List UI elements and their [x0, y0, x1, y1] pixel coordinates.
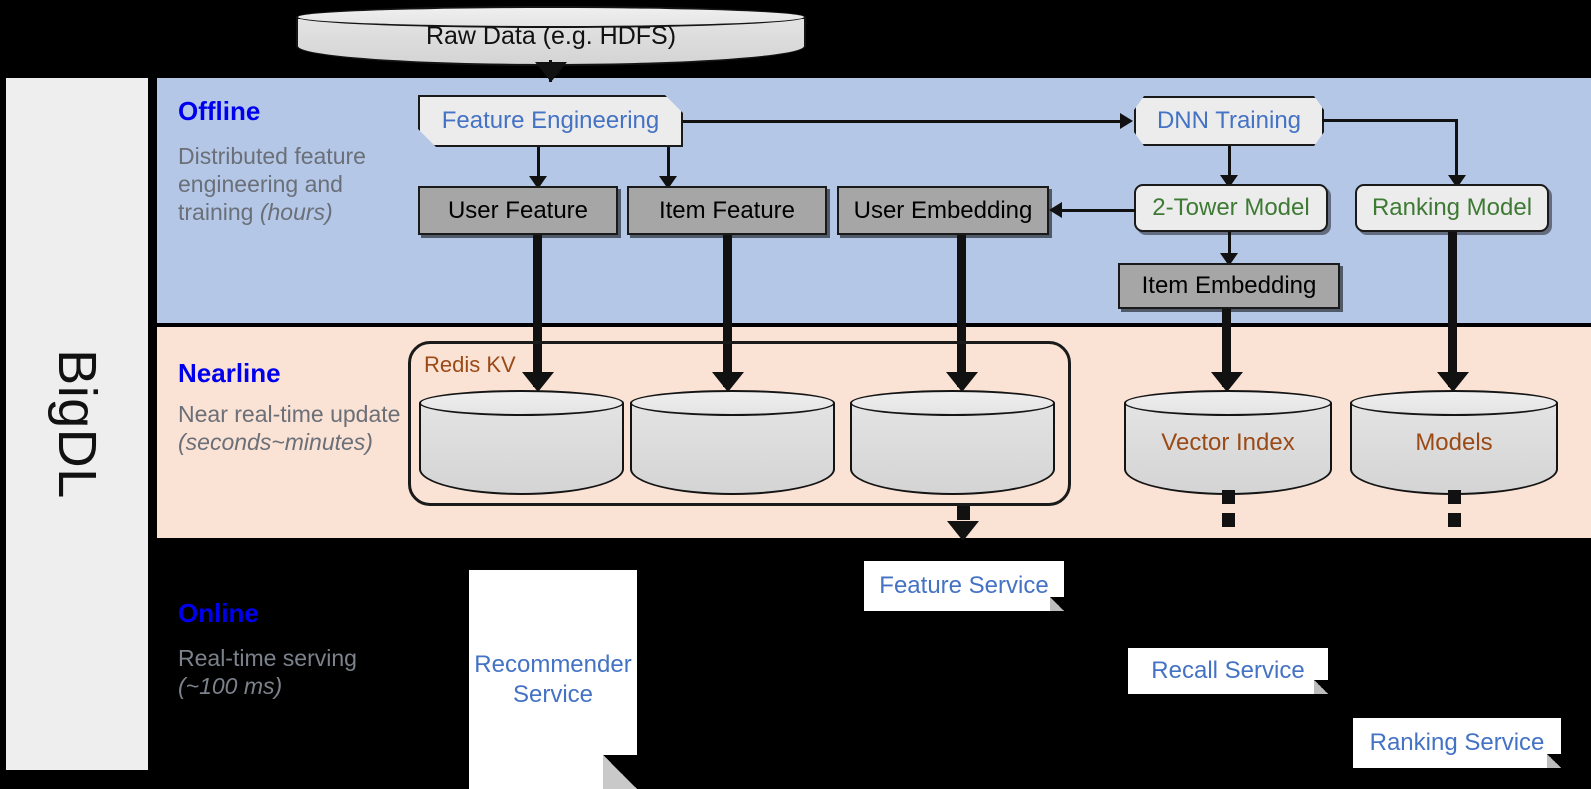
node-redis-cylinder-user-feature — [419, 390, 624, 495]
group-redis-kv-label: Redis KV — [424, 352, 516, 377]
folded-corner-icon — [1547, 754, 1561, 768]
online-subtitle-text: Real-time serving — [178, 645, 357, 671]
edge-fe-dnn-arrow — [1120, 113, 1133, 129]
band-subtitle-online: Real-time serving (~100 ms) — [178, 644, 408, 700]
folded-corner-icon — [1050, 597, 1064, 611]
node-item-feature[interactable]: Item Feature — [627, 186, 827, 235]
pipe-itemfeature-arrow — [712, 372, 744, 392]
cylinder-top — [296, 6, 806, 28]
edge-fe-itemfeature — [667, 147, 670, 179]
node-user-embedding[interactable]: User Embedding — [837, 186, 1049, 235]
pipe-itemembedding-arrow — [1211, 372, 1243, 392]
band-subtitle-nearline: Near real-time update (seconds~minutes) — [178, 400, 408, 456]
edge-dnn-ranking-v — [1455, 119, 1458, 179]
node-models-label: Models — [1415, 428, 1493, 456]
node-dnn-training[interactable]: DNN Training — [1134, 96, 1324, 146]
node-ranking-model-label: Ranking Model — [1371, 194, 1533, 221]
edge-twotower-itememb — [1228, 232, 1231, 260]
band-title-nearline: Nearline — [178, 358, 281, 388]
node-ranking-model[interactable]: Ranking Model — [1355, 184, 1549, 232]
band-title-online: Online — [178, 598, 259, 628]
pipe-itemfeature — [723, 235, 732, 387]
node-2-tower-model[interactable]: 2-Tower Model — [1134, 184, 1328, 232]
dash-vectorindex-a — [1222, 490, 1235, 504]
pipe-itemembedding — [1222, 309, 1231, 387]
service-recommender-label: Recommender Service — [474, 650, 632, 708]
dash-models-b — [1448, 513, 1461, 527]
node-models[interactable]: Models — [1350, 390, 1558, 495]
edge-twotower-userembedding-arrow — [1049, 202, 1062, 218]
dash-models-a — [1448, 490, 1461, 504]
service-feature-label: Feature Service — [879, 572, 1049, 599]
cylinder-top — [630, 390, 835, 416]
edge-fe-itemfeature-arrow — [659, 176, 677, 189]
nearline-subtitle-text: Near real-time update — [178, 401, 401, 427]
service-recommender[interactable]: Recommender Service — [469, 570, 637, 789]
pipe-rankingmodel-arrow — [1437, 372, 1469, 392]
service-ranking-label: Ranking Service — [1369, 729, 1545, 756]
cylinder-top — [1350, 390, 1558, 416]
band-title-offline: Offline — [178, 96, 261, 126]
edge-twotower-userembedding — [1062, 209, 1136, 212]
edge-fe-userfeature — [537, 147, 540, 179]
node-raw-data: Raw Data (e.g. HDFS) — [296, 6, 806, 66]
edge-fe-dnn — [683, 120, 1121, 123]
dash-redis-featureservice — [957, 506, 970, 520]
edge-fe-userfeature-arrow — [529, 176, 547, 189]
band-subtitle-offline: Distributed feature engineering and trai… — [178, 142, 408, 226]
online-emphasis: (~100 ms) — [178, 673, 283, 699]
cylinder-top — [1124, 390, 1332, 416]
node-item-embedding[interactable]: Item Embedding — [1118, 263, 1340, 309]
node-user-feature[interactable]: User Feature — [418, 186, 618, 235]
node-item-feature-label: Item Feature — [658, 196, 796, 224]
pipe-userfeature — [533, 235, 542, 387]
node-redis-cylinder-user-embedding — [850, 390, 1055, 495]
folded-corner-icon — [603, 755, 637, 789]
pipe-userembedding — [957, 235, 966, 387]
service-feature[interactable]: Feature Service — [864, 561, 1064, 611]
bigdl-rail — [6, 78, 148, 770]
offline-subtitle-text: Distributed feature engineering and trai… — [178, 143, 366, 225]
node-dnn-training-label: DNN Training — [1156, 107, 1302, 134]
node-item-embedding-label: Item Embedding — [1141, 272, 1317, 299]
node-user-embedding-label: User Embedding — [853, 196, 1033, 224]
edge-dnn-ranking-h — [1322, 119, 1458, 122]
node-vector-index-label: Vector Index — [1161, 428, 1295, 456]
edge-dnn-twotower — [1228, 146, 1231, 178]
cylinder-body — [419, 403, 624, 495]
node-feature-engineering-label: Feature Engineering — [441, 107, 660, 134]
cylinder-body — [1124, 403, 1332, 495]
pipe-userfeature-arrow — [522, 372, 554, 392]
offline-emphasis: (hours) — [259, 199, 333, 225]
dash-vectorindex-b — [1222, 513, 1235, 527]
bigdl-label: BigDL — [6, 78, 148, 770]
cylinder-body — [630, 403, 835, 495]
edge-rawdata-fe-arrow — [535, 62, 567, 82]
cylinder-body — [850, 403, 1055, 495]
node-feature-engineering[interactable]: Feature Engineering — [418, 95, 683, 147]
service-recall-label: Recall Service — [1151, 657, 1305, 684]
nearline-emphasis: (seconds~minutes) — [178, 429, 373, 455]
bigdl-text: BigDL — [47, 349, 108, 499]
folded-corner-icon — [1314, 680, 1328, 694]
node-redis-cylinder-item-feature — [630, 390, 835, 495]
node-2-tower-model-label: 2-Tower Model — [1152, 194, 1310, 221]
cylinder-top — [850, 390, 1055, 416]
group-redis-kv — [408, 341, 1071, 506]
pipe-userembedding-arrow — [946, 372, 978, 392]
dash-redis-featureservice-arrow — [947, 521, 979, 541]
pipe-rankingmodel — [1448, 232, 1457, 387]
node-vector-index[interactable]: Vector Index — [1124, 390, 1332, 495]
node-user-feature-label: User Feature — [447, 196, 589, 224]
cylinder-top — [419, 390, 624, 416]
service-ranking[interactable]: Ranking Service — [1353, 718, 1561, 768]
node-raw-data-label: Raw Data (e.g. HDFS) — [425, 21, 677, 50]
edge-twotower-itememb-arrow — [1220, 253, 1238, 266]
service-recall[interactable]: Recall Service — [1128, 648, 1328, 694]
